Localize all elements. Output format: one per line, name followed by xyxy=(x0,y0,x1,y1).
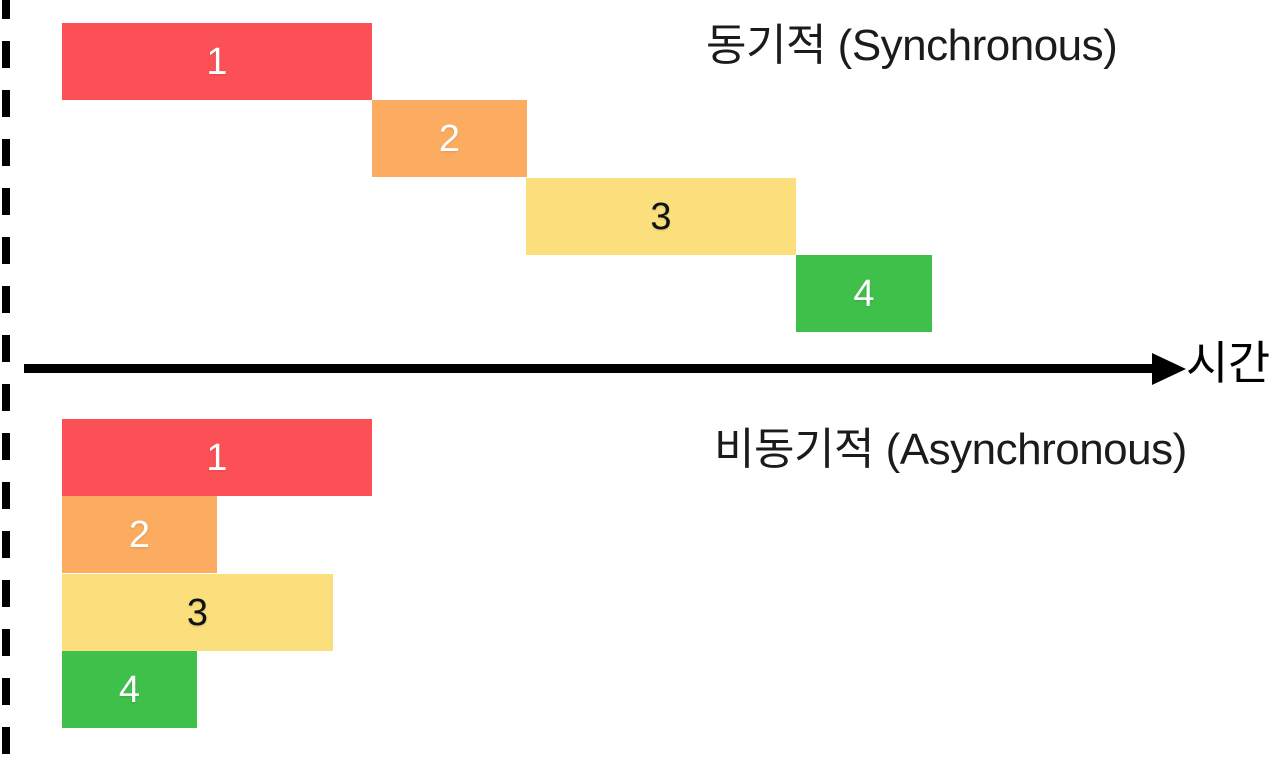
section-title-synchronous: 동기적 (Synchronous) xyxy=(706,21,1118,70)
async-task-bar-4-label: 4 xyxy=(118,668,141,711)
sync-task-bar-2-label: 2 xyxy=(438,117,461,160)
async-task-bar-4: 4 xyxy=(62,651,197,728)
async-task-bar-1: 1 xyxy=(62,419,372,496)
dashed-start-line-icon xyxy=(2,0,10,762)
async-task-bar-2-label: 2 xyxy=(128,513,151,556)
time-axis-label: 시간 xyxy=(1186,337,1270,389)
sync-task-bar-4-label: 4 xyxy=(853,272,875,315)
async-task-bar-3: 3 xyxy=(62,574,333,651)
sync-task-bar-1-label: 1 xyxy=(206,40,228,83)
sync-task-bar-4: 4 xyxy=(796,255,932,332)
section-title-asynchronous: 비동기적 (Asynchronous) xyxy=(714,425,1187,474)
time-axis-shaft xyxy=(24,364,1160,373)
async-task-bar-2: 2 xyxy=(62,496,217,573)
sync-task-bar-1: 1 xyxy=(62,23,372,100)
arrow-right-icon xyxy=(1152,353,1186,385)
sync-task-bar-2: 2 xyxy=(372,100,527,177)
sync-task-bar-3: 3 xyxy=(526,178,796,255)
sync-task-bar-3-label: 3 xyxy=(650,195,672,238)
time-axis-line xyxy=(24,364,1160,373)
async-task-bar-3-label: 3 xyxy=(186,591,209,634)
async-task-bar-1-label: 1 xyxy=(206,436,228,479)
